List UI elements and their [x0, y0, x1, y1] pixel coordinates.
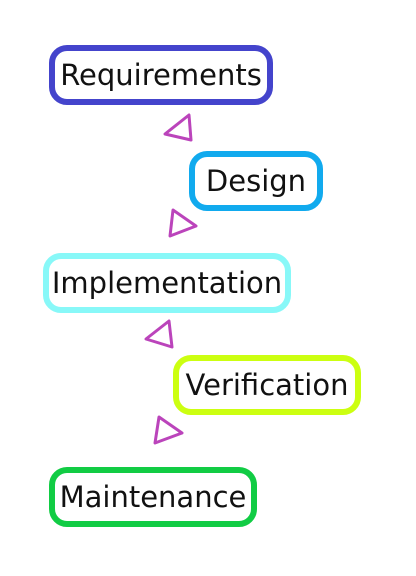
stage-design: Design	[189, 151, 323, 211]
stage-label: Implementation	[51, 266, 283, 300]
arrow-implementation-verification	[144, 319, 174, 349]
arrow-design-implementation	[168, 208, 198, 238]
stage-label: Requirements	[60, 58, 262, 92]
stage-label: Design	[205, 164, 307, 198]
arrow-verification-maintenance	[153, 415, 184, 445]
stage-label: Maintenance	[59, 480, 247, 514]
stage-maintenance: Maintenance	[49, 467, 257, 527]
arrow-requirements-design	[163, 113, 193, 142]
stage-requirements: Requirements	[49, 45, 273, 105]
stage-label: Verification	[185, 368, 349, 402]
stage-implementation: Implementation	[43, 253, 291, 313]
stage-verification: Verification	[173, 355, 361, 415]
